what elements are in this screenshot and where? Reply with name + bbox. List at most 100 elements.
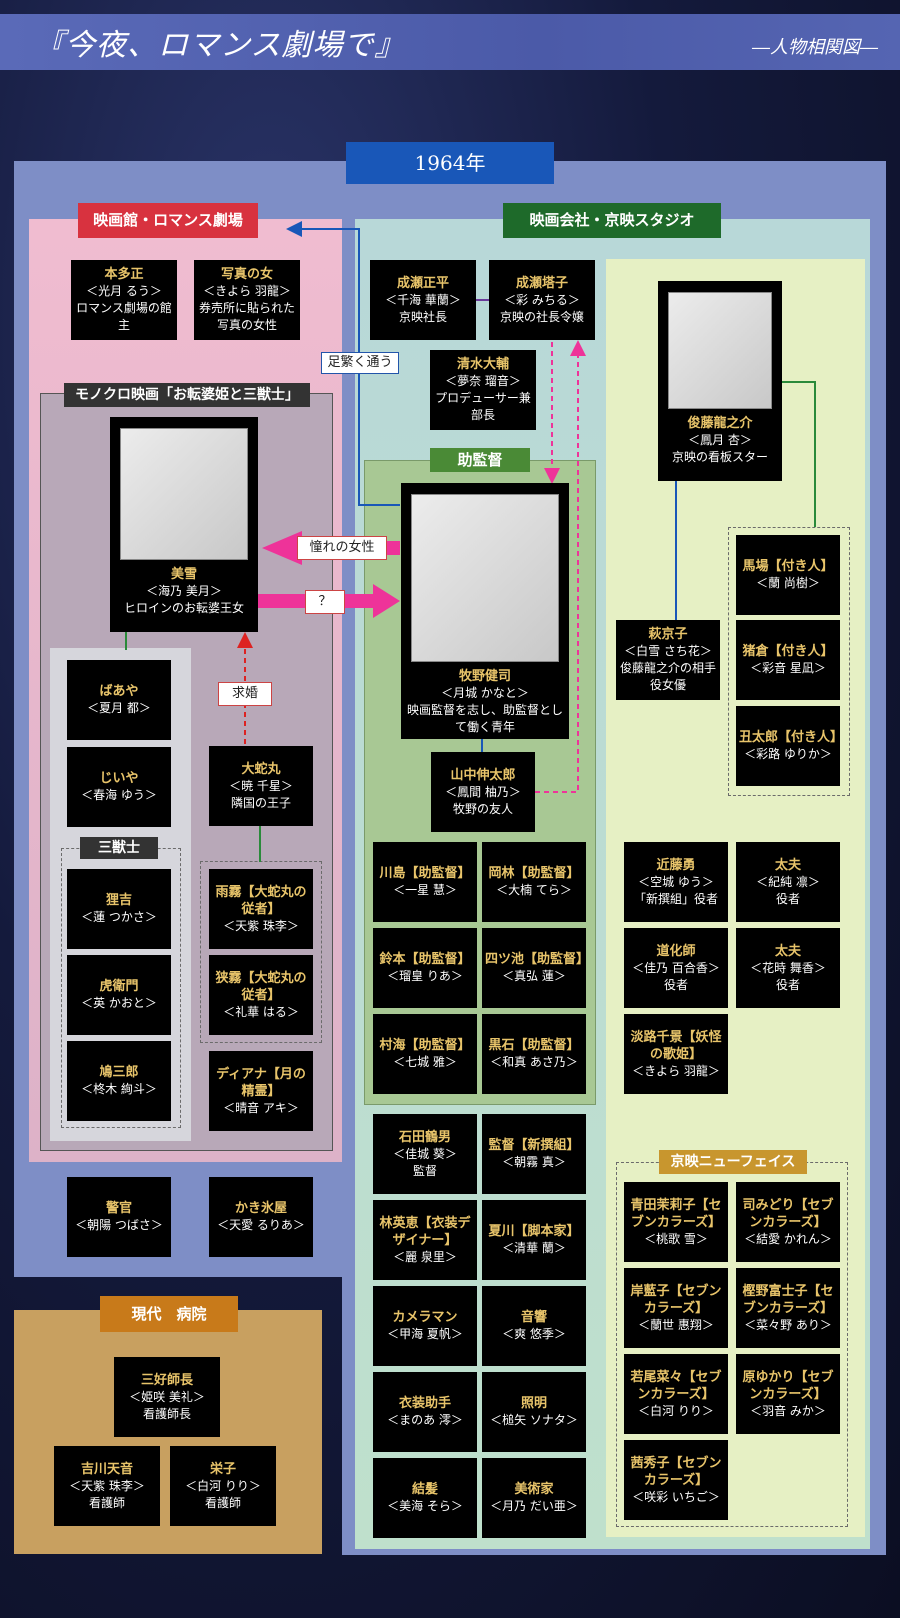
- card-name: 警官: [105, 1201, 132, 1216]
- card-actor: ＜月乃 だい亜＞: [490, 1499, 578, 1513]
- card-eiko: 栄子＜白河 りり＞看護師: [170, 1446, 276, 1526]
- card-role: 牧野の友人: [452, 801, 513, 816]
- card-name: 太夫: [774, 943, 801, 959]
- card-actor: ＜清華 蘭＞: [502, 1241, 566, 1255]
- card-name: 近藤勇: [656, 857, 696, 873]
- card-actor: ＜朝霧 真＞: [502, 1155, 566, 1169]
- card-actor: ＜七城 雅＞: [393, 1055, 457, 1069]
- card-name: 太夫: [774, 857, 801, 873]
- card-baaya: ばあや＜夏月 都＞: [67, 660, 171, 740]
- card-actor: ＜英 かおと＞: [81, 996, 157, 1010]
- card-actor: ＜和真 あさ乃＞: [490, 1055, 578, 1069]
- card-name: 大蛇丸: [241, 761, 281, 777]
- card-name: 若尾菜々【セブンカラーズ】: [630, 1369, 722, 1402]
- card-actor: ＜鳳間 柚乃＞: [445, 784, 521, 799]
- card-role: ロマンス劇場の館主: [76, 301, 172, 332]
- card-name: 虎衛門: [99, 979, 139, 994]
- card-actor: ＜月城 かなと＞: [441, 686, 529, 700]
- card-actor: ＜姫咲 美礼＞: [129, 1389, 205, 1404]
- portrait-photo: [120, 428, 248, 560]
- card-name: 結髪: [411, 1482, 438, 1497]
- card-name: 淡路千景【妖怪の歌姫】: [630, 1029, 722, 1062]
- card-sagiri: 狭霧【大蛇丸の従者】＜礼華 はる＞: [209, 955, 313, 1035]
- card-role: 京映社長: [398, 309, 447, 324]
- card-name: 美術家: [514, 1482, 554, 1497]
- card-shashin: 写真の女＜きよら 羽龍＞券売所に貼られた写真の女性: [194, 260, 300, 340]
- card-name: 雨霧【大蛇丸の従者】: [215, 884, 307, 917]
- card-tayu2: 太夫＜花時 舞香＞役者: [736, 928, 840, 1008]
- card-name: じいや: [99, 771, 139, 786]
- card-role: 看護師: [88, 1495, 125, 1510]
- card-actor: ＜天紫 珠李＞: [223, 918, 299, 933]
- card-actor: ＜暁 千星＞: [229, 778, 293, 793]
- card-actor: ＜菜々野 あり＞: [744, 1317, 832, 1332]
- card-name: 司みどり【セブンカラーズ】: [742, 1197, 834, 1230]
- card-actor: ＜きよら 羽龍＞: [203, 284, 291, 298]
- card-ushitaro: 丑太郎【付き人】 ＜彩路 ゆりか＞: [736, 706, 844, 786]
- card-miyoshi: 三好師長＜姫咲 美礼＞看護師長: [114, 1357, 220, 1437]
- card-name: 狸吉: [105, 893, 132, 908]
- sanjushi-header: 三獣士: [80, 837, 158, 859]
- card-name: 道化師: [656, 943, 696, 959]
- card-actor: ＜春海 ゆう＞: [81, 788, 157, 802]
- card-ishida: 石田鶴男＜佳城 葵＞監督: [373, 1114, 477, 1194]
- card-hara: 原ゆかり【セブンカラーズ】＜羽音 みか＞: [736, 1354, 840, 1434]
- label-akogare: 憧れの女性: [297, 536, 387, 560]
- card-actor: ＜佳乃 百合香＞: [632, 960, 720, 975]
- card-actor: ＜爽 悠季＞: [502, 1327, 566, 1341]
- card-naruse_t: 成瀬塔子＜彩 みちる＞京映の社長令嬢: [489, 260, 595, 340]
- card-awaji: 淡路千景【妖怪の歌姫】＜きよら 羽龍＞: [624, 1014, 728, 1094]
- card-kondo: 近藤勇＜空城 ゆう＞「新撰組」役者: [624, 842, 728, 922]
- card-actor: ＜花時 舞香＞: [750, 960, 826, 975]
- portrait-photo: [668, 292, 772, 409]
- card-actor: ＜海乃 美月＞: [146, 584, 222, 598]
- card-shundo: 俊藤龍之介＜鳳月 杏＞京映の看板スター: [658, 281, 782, 481]
- card-name: ばあや: [99, 684, 139, 699]
- card-actor: ＜紀純 凛＞: [756, 874, 820, 889]
- card-cameraman: カメラマン＜甲海 夏帆＞: [373, 1286, 477, 1366]
- card-name: 成瀬正平: [396, 275, 449, 291]
- card-role: ヒロインのお転婆王女: [123, 601, 244, 615]
- card-actor: ＜きよら 羽龍＞: [632, 1063, 720, 1078]
- card-shimizu: 清水大輔＜夢奈 瑠音＞プロデューサー兼部長: [430, 350, 536, 430]
- arrow-yamanaka-to-naruse: [526, 340, 586, 793]
- card-role: 京映の看板スター: [671, 450, 768, 464]
- hospital-header: 現代 病院: [100, 1296, 238, 1332]
- card-name: 美雪: [170, 567, 197, 582]
- card-akane: 茜秀子【セブンカラーズ】＜咲彩 いちご＞: [624, 1440, 728, 1520]
- card-isho: 衣装助手＜まのあ 澪＞: [373, 1372, 477, 1452]
- card-shomei: 照明＜槌矢 ソナタ＞: [482, 1372, 586, 1452]
- card-onkyo: 音響＜爽 悠季＞: [482, 1286, 586, 1366]
- card-actor: ＜空城 ゆう＞: [638, 874, 714, 889]
- card-actor: ＜彩路 ゆりか＞: [744, 747, 832, 761]
- mono-film-header: モノクロ映画「お転婆姫と三獣士」: [64, 383, 310, 407]
- card-natsukawa: 夏川【脚本家】＜清華 蘭＞: [482, 1200, 586, 1280]
- card-yotsuike: 四ツ池【助監督】＜真弘 蓮＞: [482, 928, 589, 1008]
- studio-header: 映画会社・京映スタジオ: [503, 203, 721, 238]
- card-role: 俊藤龍之介の相手役女優: [619, 661, 716, 692]
- card-baba: 馬場【付き人】＜蘭 尚樹＞: [736, 535, 840, 615]
- card-actor: ＜大楠 てら＞: [496, 883, 572, 897]
- card-honda: 本多正＜光月 るう＞ロマンス劇場の館主: [71, 260, 177, 340]
- card-role: 役者: [775, 891, 800, 906]
- card-name: 監督【新撰組】: [488, 1138, 580, 1153]
- card-yuigami: 結髪＜美海 そら＞: [373, 1458, 477, 1538]
- card-actor: ＜白河 りり＞: [638, 1403, 714, 1418]
- attendants-group-border: [728, 527, 850, 796]
- card-naruse_m: 成瀬正平＜千海 華蘭＞京映社長: [370, 260, 476, 340]
- page-subtitle: ―人物相関図―: [752, 37, 878, 58]
- theater-header: 映画館・ロマンス劇場: [78, 203, 258, 238]
- year-label: 1964年: [346, 142, 554, 184]
- card-actor: ＜礼華 はる＞: [223, 1004, 299, 1019]
- card-kakigori: かき氷屋＜天愛 るりあ＞: [209, 1177, 313, 1257]
- card-name: 照明: [520, 1396, 547, 1411]
- card-name: 牧野健司: [458, 669, 511, 684]
- card-actor: ＜咲彩 いちご＞: [632, 1489, 720, 1504]
- card-name: 丑太郎【付き人】: [739, 730, 844, 745]
- card-actor: ＜麗 泉里＞: [393, 1249, 457, 1264]
- card-name: 石田鶴男: [398, 1129, 451, 1145]
- card-name: 村海【助監督】: [379, 1038, 471, 1053]
- assistant-header: 助監督: [430, 448, 530, 472]
- card-toraemon: 虎衛門 ＜英 かおと＞: [67, 955, 171, 1035]
- card-name: 本多正: [104, 267, 144, 282]
